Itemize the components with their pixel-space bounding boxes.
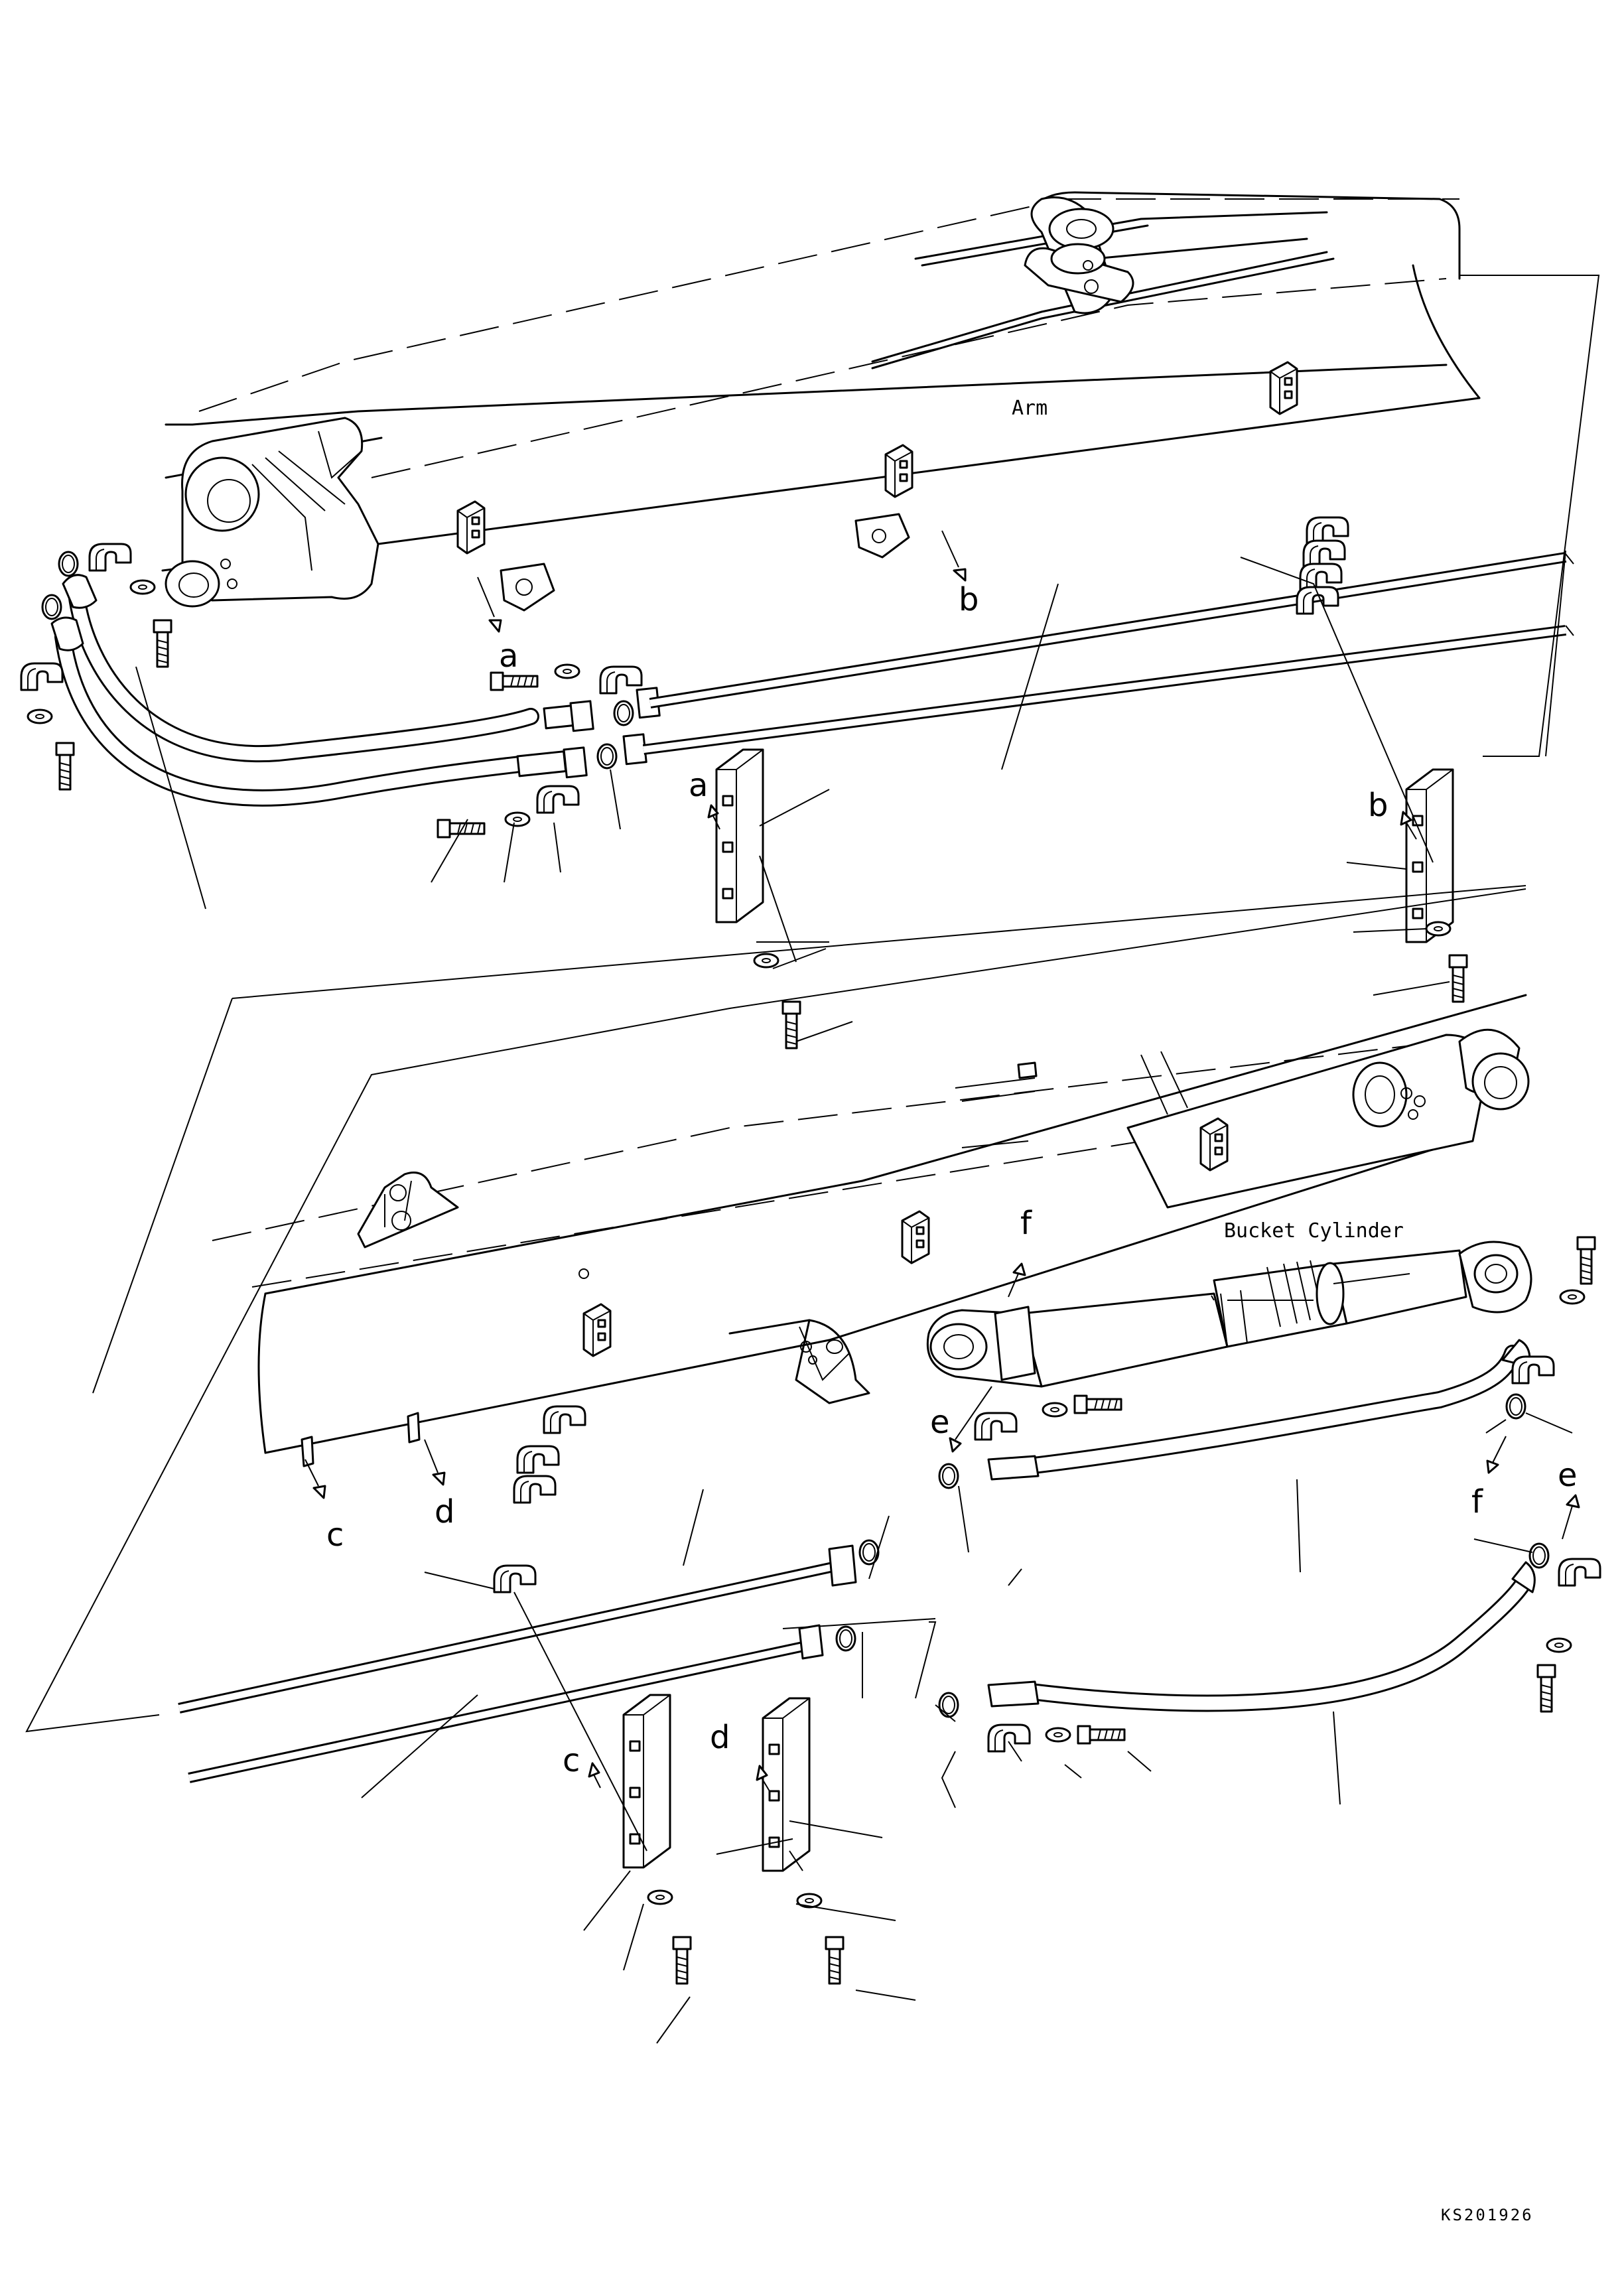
boom-leaders	[361, 1273, 1573, 2044]
arm-tube-fittings	[50, 574, 661, 779]
arm-base-boss	[165, 417, 379, 608]
key-d-boom: d	[435, 1493, 454, 1530]
drawing-code: KS201926	[1441, 2206, 1534, 2224]
key-f-cylinder: f	[1020, 1205, 1032, 1242]
arm-sub-frame	[1459, 275, 1600, 757]
arm-hose-clamp-mounts	[456, 361, 1298, 612]
key-f-hose: f	[1471, 1483, 1483, 1520]
boom-key-arrows	[304, 1262, 1580, 1792]
key-d-bracket: d	[710, 1719, 730, 1756]
arm-top-boss	[1024, 196, 1134, 314]
boom-lower-fairing	[578, 1268, 870, 1404]
boom-mounts	[301, 1061, 1229, 1467]
arm-leaders	[135, 557, 1450, 1042]
arm-clamp-stack	[1296, 516, 1349, 615]
key-a-bracket: a	[689, 767, 708, 804]
arm-upper-hose-2	[54, 628, 539, 807]
arm-upper-hose-1	[68, 585, 539, 763]
key-c-boom: c	[326, 1517, 344, 1554]
arm-steel-tubes	[642, 552, 1574, 755]
boom-steel-tubes	[178, 1544, 857, 1783]
key-a-upper: a	[499, 638, 518, 675]
key-e-cylinder: e	[930, 1404, 950, 1441]
key-e-hose: e	[1558, 1457, 1578, 1494]
bucket-cylinder	[926, 1241, 1532, 1388]
arm-key-arrows	[477, 530, 1417, 840]
key-b-upper: b	[959, 581, 979, 618]
key-b-bracket: b	[1368, 787, 1388, 824]
boom-sheet-frame	[25, 885, 1526, 1733]
bucket-cylinder-label: Bucket Cylinder	[1224, 1219, 1404, 1243]
bucket-cylinder-hoses	[987, 1339, 1536, 1712]
arm-brackets	[715, 748, 1468, 1049]
arm-label: Arm	[1012, 397, 1048, 420]
boom-pivot-boss	[1126, 1028, 1530, 1209]
key-c-bracket: c	[563, 1742, 580, 1779]
